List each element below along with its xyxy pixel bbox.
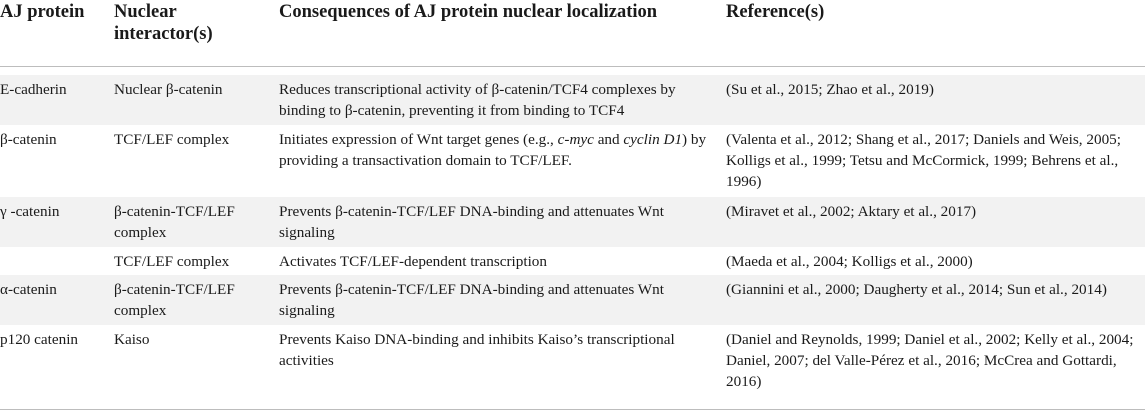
cell-aj-protein: E-cadherin (0, 81, 67, 98)
table-row: p120 catenin Kaiso Prevents Kaiso DNA-bi… (0, 325, 1145, 409)
table-row: E-cadherin Nuclear β-catenin Reduces tra… (0, 75, 1145, 125)
header-aj-protein: AJ protein (0, 2, 85, 22)
cell-references: (Maeda et al., 2004; Kolligs et al., 200… (726, 253, 973, 270)
cell-interactor: TCF/LEF complex (114, 253, 230, 270)
table-row: α-catenin β-catenin-TCF/LEF complex Prev… (0, 275, 1145, 325)
table-row: γ -catenin β-catenin-TCF/LEF complex Pre… (0, 197, 1145, 247)
header-references: Reference(s) (726, 2, 825, 22)
table-header: AJ protein Nuclear interactor(s) Consequ… (0, 0, 1145, 67)
gene-name-italic: cyclin D1 (623, 131, 683, 148)
cell-consequence: Reduces transcriptional activity of β-ca… (279, 81, 676, 119)
header-nuclear-interactors: Nuclear interactor(s) (114, 2, 213, 44)
cell-references: (Su et al., 2015; Zhao et al., 2019) (726, 81, 934, 98)
cell-aj-protein: α-catenin (0, 281, 57, 298)
cell-aj-protein: p120 catenin (0, 331, 79, 348)
cell-references: (Giannini et al., 2000; Daugherty et al.… (726, 281, 1107, 298)
consequence-text: and (593, 131, 624, 148)
cell-aj-protein: γ -catenin (0, 203, 60, 220)
cell-interactor: Kaiso (114, 331, 150, 348)
table-bottom-rule (0, 409, 1145, 410)
table-row: TCF/LEF complex Activates TCF/LEF-depend… (0, 247, 1145, 275)
cell-references: (Valenta et al., 2012; Shang et al., 201… (726, 131, 1121, 190)
cell-references: (Daniel and Reynolds, 1999; Daniel et al… (726, 331, 1134, 390)
consequence-text: Initiates expression of Wnt target genes… (279, 131, 558, 148)
header-gap (0, 67, 1145, 75)
header-consequences: Consequences of AJ protein nuclear local… (279, 2, 658, 22)
cell-interactor: β-catenin-TCF/LEF complex (114, 281, 235, 319)
table-row: β-catenin TCF/LEF complex Initiates expr… (0, 125, 1145, 197)
cell-consequence: Initiates expression of Wnt target genes… (279, 129, 719, 171)
cell-consequence: Prevents β-catenin-TCF/LEF DNA-binding a… (279, 281, 664, 319)
gene-name-italic: c-myc (557, 131, 594, 148)
cell-consequence: Activates TCF/LEF-dependent transcriptio… (279, 253, 547, 270)
cell-interactor: TCF/LEF complex (114, 131, 230, 148)
cell-consequence: Prevents Kaiso DNA-binding and inhibits … (279, 331, 675, 369)
cell-consequence: Prevents β-catenin-TCF/LEF DNA-binding a… (279, 203, 664, 241)
consequence-text: ) by providing a transactivation domain … (279, 131, 707, 169)
cell-aj-protein: β-catenin (0, 131, 57, 148)
cell-interactor: Nuclear β-catenin (114, 81, 223, 98)
cell-references: (Miravet et al., 2002; Aktary et al., 20… (726, 203, 977, 220)
cell-interactor: β-catenin-TCF/LEF complex (114, 203, 235, 241)
